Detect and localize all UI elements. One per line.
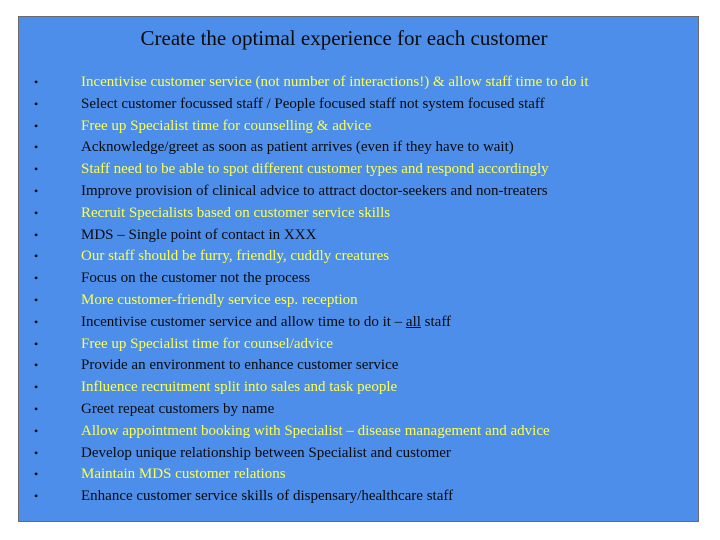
bullet-icon: • xyxy=(34,75,39,89)
list-item: • Staff need to be able to spot different… xyxy=(19,159,698,181)
list-item: • Influence recruitment split into sales … xyxy=(19,377,698,399)
list-item-text-part: staff xyxy=(420,313,452,330)
list-item-text: Free up Specialist time for counsel/advi… xyxy=(81,335,334,352)
bullet-list: • Incentivise customer service (not numbe… xyxy=(19,72,698,508)
list-item: • Acknowledge/greet as soon as patient ar… xyxy=(19,137,698,159)
bullet-icon: • xyxy=(34,249,39,264)
slide-panel: Create the optimal experience for each c… xyxy=(18,16,699,522)
list-item: • Free up Specialist time for counselling… xyxy=(19,116,698,138)
list-item-text: Provide an environment to enhance custom… xyxy=(81,357,399,374)
bullet-icon: • xyxy=(34,118,39,133)
bullet-icon: • xyxy=(34,183,39,198)
underlined-word: all xyxy=(405,313,421,330)
list-item: • Greet repeat customers by name xyxy=(19,399,698,421)
list-item: • Focus on the customer not the process xyxy=(19,268,698,290)
list-item: • Our staff should be furry, friendly, cu… xyxy=(19,246,698,268)
list-item-text: Our staff should be furry, friendly, cud… xyxy=(81,248,390,265)
list-item: • More customer-friendly service esp. rec… xyxy=(19,290,698,312)
list-item-text: Allow appointment booking with Specialis… xyxy=(81,422,550,439)
list-item: • Provide an environment to enhance custo… xyxy=(19,355,698,377)
bullet-icon: • xyxy=(34,227,39,242)
bullet-icon: • xyxy=(34,445,39,460)
list-item-text: Improve provision of clinical advice to … xyxy=(81,182,548,199)
list-item-text: Develop unique relationship between Spec… xyxy=(81,444,451,461)
list-item-text: Enhance customer service skills of dispe… xyxy=(81,488,454,505)
list-item: • Allow appointment booking with Speciali… xyxy=(19,421,698,443)
list-item: • Maintain MDS customer relations xyxy=(19,464,698,486)
list-item-text: Staff need to be able to spot different … xyxy=(81,161,549,178)
bullet-icon: • xyxy=(34,467,39,482)
bullet-icon: • xyxy=(34,423,39,438)
list-item-text: MDS – Single point of contact in XXX xyxy=(81,226,317,243)
list-item: • Incentivise customer service and allow … xyxy=(19,312,698,334)
bullet-icon: • xyxy=(34,271,39,286)
list-item: • Free up Specialist time for counsel/adv… xyxy=(19,334,698,356)
list-item: • Recruit Specialists based on customer s… xyxy=(19,203,698,225)
list-item: • Improve provision of clinical advice to… xyxy=(19,181,698,203)
bullet-icon: • xyxy=(34,401,39,416)
list-item-text: Select customer focussed staff / People … xyxy=(81,95,545,112)
bullet-icon: • xyxy=(34,205,39,220)
list-item-text: Focus on the customer not the process xyxy=(81,270,311,287)
list-item-text: Incentivise customer service and allow t… xyxy=(81,314,451,330)
list-item-text: Free up Specialist time for counselling … xyxy=(81,117,372,134)
bullet-icon: • xyxy=(34,314,39,329)
list-item: • Incentivise customer service (not numbe… xyxy=(19,72,698,94)
list-item-text: More customer-friendly service esp. rece… xyxy=(81,291,358,308)
list-item-text: Acknowledge/greet as soon as patient arr… xyxy=(81,139,514,156)
bullet-icon: • xyxy=(34,358,39,373)
bullet-icon: • xyxy=(34,336,39,351)
bullet-icon: • xyxy=(34,162,39,177)
list-item-text: Incentivise customer service (not number… xyxy=(81,74,589,90)
slide-title: Create the optimal experience for each c… xyxy=(140,26,548,50)
list-item: • MDS – Single point of contact in XXX xyxy=(19,225,698,247)
list-item-text-part: Incentivise customer service and allow t… xyxy=(81,313,406,330)
list-item-text: Maintain MDS customer relations xyxy=(81,466,286,483)
bullet-icon: • xyxy=(34,489,39,504)
bullet-icon: • xyxy=(34,380,39,395)
list-item: • Select customer focussed staff / People… xyxy=(19,94,698,116)
bullet-icon: • xyxy=(34,140,39,155)
list-item: • Enhance customer service skills of disp… xyxy=(19,486,698,508)
bullet-icon: • xyxy=(34,292,39,307)
list-item-text: Greet repeat customers by name xyxy=(81,400,275,417)
list-item-text: Recruit Specialists based on customer se… xyxy=(81,204,391,221)
list-item: • Develop unique relationship between Spe… xyxy=(19,443,698,465)
list-item-text: Influence recruitment split into sales a… xyxy=(81,379,398,396)
bullet-icon: • xyxy=(34,96,39,111)
